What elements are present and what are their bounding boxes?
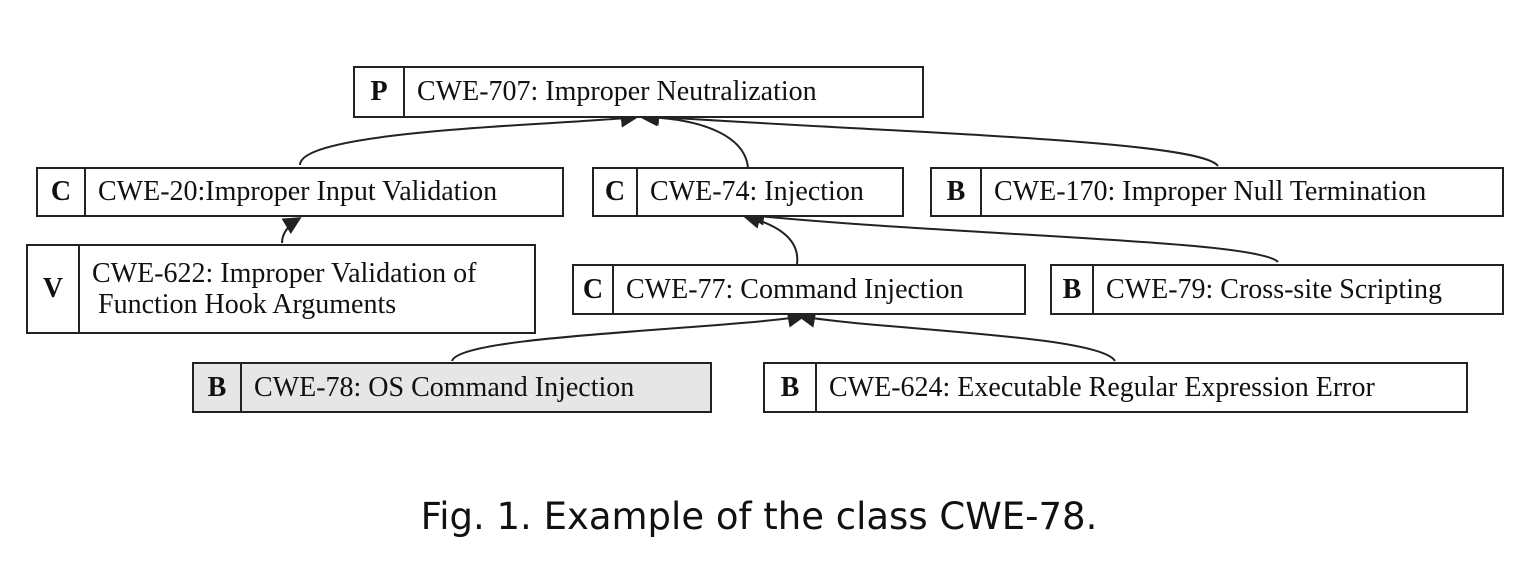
node-cwe-78: B CWE-78: OS Command Injection <box>192 362 712 413</box>
node-label: CWE-79: Cross-site Scripting <box>1106 273 1442 305</box>
node-cwe-79: B CWE-79: Cross-site Scripting <box>1050 264 1504 315</box>
node-label-line-1: CWE-622: Improper Validation of <box>92 257 477 289</box>
node-type-badge: C <box>594 169 638 215</box>
node-cwe-707: P CWE-707: Improper Neutralization <box>353 66 924 118</box>
node-label: CWE-20:Improper Input Validation <box>98 176 498 208</box>
node-label-line-2: Function Hook Arguments <box>98 289 397 320</box>
edge-cwe-624-to-cwe-77 <box>797 309 1116 362</box>
node-label: CWE-624: Executable Regular Expression E… <box>829 371 1375 403</box>
edge-cwe-78-to-cwe-77 <box>451 309 806 362</box>
node-type-badge: B <box>765 364 817 411</box>
node-label: CWE-77: Command Injection <box>626 273 964 305</box>
node-label: CWE-707: Improper Neutralization <box>417 76 817 108</box>
edge-cwe-77-to-cwe-74 <box>742 211 799 265</box>
node-type-badge: V <box>28 246 80 332</box>
node-type-badge: P <box>355 68 405 116</box>
node-type-badge: C <box>38 169 86 215</box>
node-type-badge: B <box>194 364 242 411</box>
edge-cwe-20-to-cwe-707 <box>299 109 639 166</box>
node-cwe-170: B CWE-170: Improper Null Termination <box>930 167 1504 217</box>
node-type-badge: B <box>932 169 982 215</box>
node-cwe-20: C CWE-20:Improper Input Validation <box>36 167 564 217</box>
node-label: CWE-622: Improper Validation of Function… <box>80 246 534 332</box>
edge-cwe-170-to-cwe-707 <box>641 108 1219 167</box>
edge-cwe-79-to-cwe-74 <box>746 207 1279 263</box>
node-type-badge: C <box>574 266 614 313</box>
edge-cwe-74-to-cwe-707 <box>639 108 749 169</box>
node-cwe-622: V CWE-622: Improper Validation of Functi… <box>26 244 536 334</box>
node-cwe-77: C CWE-77: Command Injection <box>572 264 1026 315</box>
node-cwe-74: C CWE-74: Injection <box>592 167 904 217</box>
node-type-badge: B <box>1052 266 1094 313</box>
node-label: CWE-74: Injection <box>650 176 864 208</box>
node-label: CWE-78: OS Command Injection <box>254 371 635 403</box>
node-label: CWE-170: Improper Null Termination <box>994 176 1427 208</box>
edge-cwe-622-to-cwe-20 <box>281 217 302 244</box>
figure-caption: Fig. 1. Example of the class CWE-78. <box>420 495 1098 538</box>
node-cwe-624: B CWE-624: Executable Regular Expression… <box>763 362 1468 413</box>
